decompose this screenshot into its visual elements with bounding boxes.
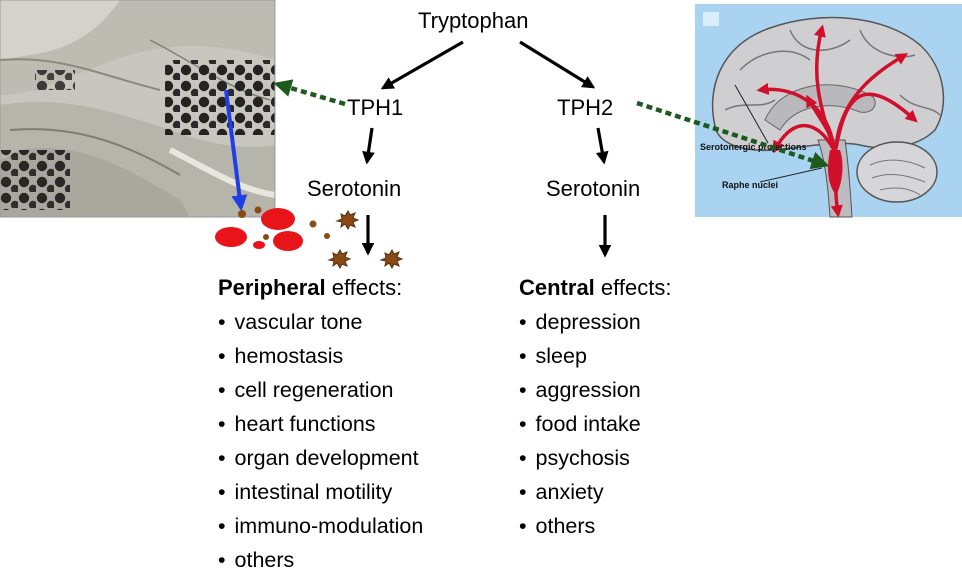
platelet-icon — [327, 248, 352, 270]
node-serotonin-left: Serotonin — [307, 176, 402, 201]
peripheral-effects: Peripheral effects: vascular tone hemost… — [218, 271, 423, 577]
node-tph1: TPH1 — [347, 95, 404, 120]
red-blood-cell-icon — [273, 231, 303, 251]
dashed-arrow-tph2-to-raphe — [636, 100, 830, 170]
list-item: immuno-modulation — [218, 509, 424, 543]
arrow-tryptophan-to-tph2 — [519, 40, 596, 89]
serotonergic-projections-label: Serotonergic projections — [700, 142, 807, 152]
node-serotonin-right: Serotonin — [546, 176, 641, 201]
list-item: others — [218, 543, 423, 577]
blood-cells — [215, 206, 404, 270]
list-item: vascular tone — [218, 305, 423, 339]
list-item: heart functions — [218, 407, 423, 441]
red-blood-cell-icon — [215, 227, 247, 247]
platelet-icon — [254, 206, 262, 214]
red-blood-cell-icon — [261, 208, 295, 230]
platelet-icon — [335, 209, 360, 231]
arrow-tryptophan-to-tph1 — [380, 40, 464, 90]
list-item: cell regeneration — [218, 373, 423, 407]
pathway-arrows — [361, 40, 612, 258]
central-effects-heading: Central effects: — [519, 275, 672, 300]
blue-arrow-granule-release — [224, 89, 248, 212]
platelet-icon — [238, 210, 246, 218]
list-item: anxiety — [519, 475, 671, 509]
brain-image: Serotonergic projections Raphe nuclei — [695, 4, 962, 218]
red-blood-cell-icon — [253, 241, 265, 249]
list-item: organ development — [218, 441, 423, 475]
list-item: aggression — [519, 373, 671, 407]
dashed-arrow-tph1-to-micrograph — [273, 79, 346, 107]
platelet-icon — [324, 233, 330, 239]
platelet-icon — [379, 248, 404, 270]
list-item: sleep — [519, 339, 671, 373]
platelet-icon — [263, 234, 269, 240]
arrow-tph1-to-serotonin — [362, 127, 375, 165]
list-item: intestinal motility — [218, 475, 423, 509]
node-tryptophan: Tryptophan — [418, 8, 529, 33]
list-item: psychosis — [519, 441, 671, 475]
list-item: hemostasis — [218, 339, 423, 373]
peripheral-effects-heading: Peripheral effects: — [218, 275, 403, 300]
micrograph-image — [0, 0, 276, 218]
list-item: food intake — [519, 407, 671, 441]
platelet-icon — [309, 220, 317, 228]
arrow-tph2-to-serotonin — [595, 127, 609, 165]
raphe-nuclei-label: Raphe nuclei — [722, 180, 778, 190]
node-tph2: TPH2 — [557, 95, 614, 120]
central-effects: Central effects: depression sleep aggres… — [519, 271, 671, 543]
list-item: depression — [519, 305, 671, 339]
list-item: others — [519, 509, 671, 543]
